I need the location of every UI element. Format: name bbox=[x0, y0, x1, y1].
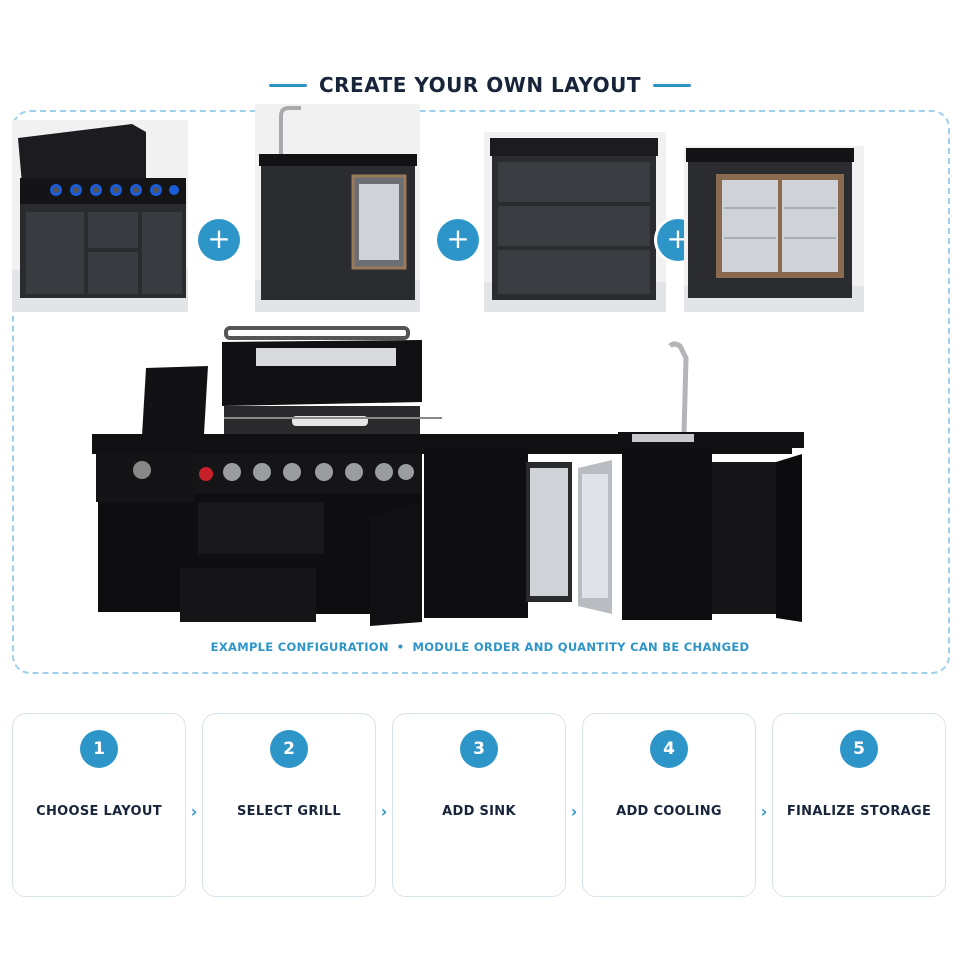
step-label: SELECT GRILL bbox=[236, 804, 342, 819]
step-card-2[interactable]: 2 SELECT GRILL bbox=[202, 713, 376, 897]
steps-row: 1 CHOOSE LAYOUT › 2 SELECT GRILL › 3 ADD… bbox=[12, 713, 946, 897]
example-configuration-image bbox=[92, 322, 808, 628]
plus-icon: + bbox=[198, 219, 240, 261]
sink-fridge-module[interactable] bbox=[255, 104, 420, 312]
configuration-panel bbox=[12, 110, 950, 674]
title-rule-right bbox=[653, 83, 692, 87]
configuration-caption: EXAMPLE CONFIGURATION • MODULE ORDER AND Q… bbox=[0, 640, 960, 654]
title-rule-left bbox=[268, 83, 307, 87]
step-number: 2 bbox=[270, 730, 308, 768]
chevron-right-icon: › bbox=[570, 802, 578, 821]
step-number: 1 bbox=[80, 730, 118, 768]
chevron-right-icon: › bbox=[380, 802, 388, 821]
double-fridge-module-icon bbox=[684, 146, 864, 312]
grill-module[interactable] bbox=[12, 120, 188, 312]
sink-fridge-module-icon bbox=[255, 104, 420, 312]
step-label: ADD SINK bbox=[442, 804, 516, 819]
chevron-right-icon: › bbox=[760, 802, 768, 821]
double-fridge-module[interactable] bbox=[684, 146, 864, 312]
page-header: CREATE YOUR OWN LAYOUT bbox=[0, 70, 960, 100]
step-label: FINALIZE STORAGE bbox=[786, 804, 932, 819]
step-number: 5 bbox=[840, 730, 878, 768]
caption-left: EXAMPLE CONFIGURATION bbox=[210, 640, 389, 654]
plus-icon: + bbox=[437, 219, 479, 261]
step-number: 3 bbox=[460, 730, 498, 768]
step-number: 4 bbox=[650, 730, 688, 768]
step-card-4[interactable]: 4 ADD COOLING bbox=[582, 713, 756, 897]
caption-right: MODULE ORDER AND QUANTITY CAN BE CHANGED bbox=[412, 640, 750, 654]
step-card-5[interactable]: 5 FINALIZE STORAGE bbox=[772, 713, 946, 897]
page-title: CREATE YOUR OWN LAYOUT bbox=[318, 73, 642, 97]
step-label: ADD COOLING bbox=[616, 804, 722, 819]
step-card-3[interactable]: 3 ADD SINK bbox=[392, 713, 566, 897]
chevron-right-icon: › bbox=[190, 802, 198, 821]
drawer-module-icon bbox=[484, 132, 666, 312]
grill-module-icon bbox=[12, 120, 188, 312]
drawer-module[interactable] bbox=[484, 132, 666, 312]
caption-separator: • bbox=[396, 640, 405, 654]
step-label: CHOOSE LAYOUT bbox=[36, 804, 162, 819]
step-card-1[interactable]: 1 CHOOSE LAYOUT bbox=[12, 713, 186, 897]
